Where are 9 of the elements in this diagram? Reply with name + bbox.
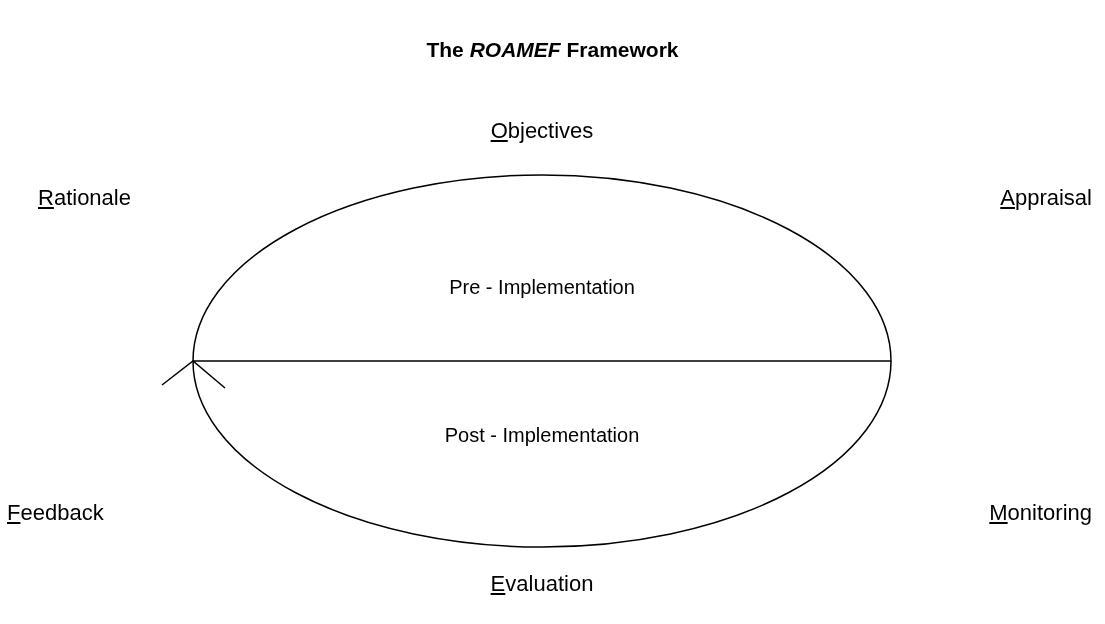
stage-label: Objectives [490,118,594,144]
title: The ROAMEF Framework [426,38,679,62]
phase-label: Pre - Implementation [449,275,635,299]
phase-label: Post - Implementation [444,423,640,447]
stage-label: Feedback [7,500,104,526]
stage-label: Rationale [38,185,131,211]
stage-label: Appraisal [1000,185,1092,211]
stage-label: Evaluation [490,571,594,597]
stage-label: Monitoring [989,500,1092,526]
